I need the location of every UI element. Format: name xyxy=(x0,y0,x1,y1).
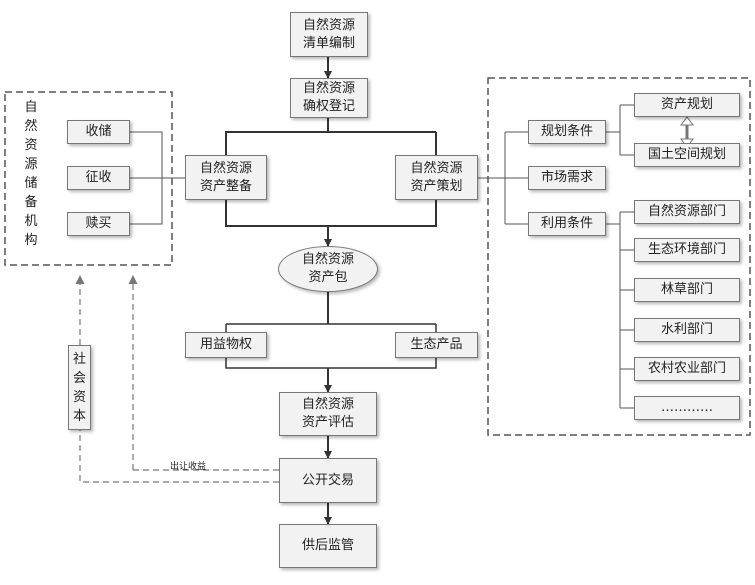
box-reserve-item: 收储 xyxy=(67,120,130,144)
split-registration-to-prep-plan xyxy=(225,118,329,155)
text-public-trade: 公开交易 xyxy=(301,472,354,488)
text-usufruct: 用益物权 xyxy=(199,337,252,352)
merge-prep-plan xyxy=(225,200,437,227)
box-usufruct: 用益物权 xyxy=(185,332,267,358)
right-group-border xyxy=(487,77,751,436)
box-asset-plan: 自然资源 资产策划 xyxy=(395,155,478,200)
box-reserve-item: 征收 xyxy=(67,166,130,190)
box-department: 水利部门 xyxy=(634,318,740,342)
text-eco-product: 生态产品 xyxy=(410,337,463,352)
box-department: 生态环境部门 xyxy=(634,238,740,262)
text-asset-plan: 自然资源 资产策划 xyxy=(410,160,463,194)
box-department: 自然资源部门 xyxy=(634,200,740,224)
box-reserve-item: 赎买 xyxy=(67,212,130,236)
box-market-demand: 市场需求 xyxy=(528,166,606,190)
box-eco-product: 生态产品 xyxy=(395,332,478,358)
box-planning-conditions: 规划条件 xyxy=(528,120,606,144)
ellipse-asset-package: 自然资源 资产包 xyxy=(278,246,378,292)
box-department: ………… xyxy=(634,396,740,420)
dashed-trade-to-social-capital xyxy=(79,430,279,483)
box-department: 林草部门 xyxy=(634,278,740,302)
box-public-trade: 公开交易 xyxy=(279,458,377,503)
box-inventory: 自然资源 清单编制 xyxy=(290,12,368,57)
box-planning-item: 资产规划 xyxy=(634,93,740,117)
box-department: 农村农业部门 xyxy=(634,357,740,381)
box-asset-eval: 自然资源 资产评估 xyxy=(279,392,377,436)
box-post-supervision: 供后监管 xyxy=(279,524,377,568)
box-use-conditions: 利用条件 xyxy=(528,212,606,236)
box-planning-item: 国土空间规划 xyxy=(634,143,740,167)
box-social-capital: 社 会 资 本 xyxy=(68,345,91,430)
box-rights-registration: 自然资源 确权登记 xyxy=(290,78,368,118)
text-post-supervision: 供后监管 xyxy=(301,538,354,553)
text-inventory: 自然资源 清单编制 xyxy=(302,17,355,51)
text-asset-package: 自然资源 资产包 xyxy=(301,252,354,285)
transfer-income-label: 出让收益 xyxy=(170,462,207,472)
text-asset-eval: 自然资源 资产评估 xyxy=(301,397,354,430)
text-social-capital: 社 会 资 本 xyxy=(72,351,86,424)
text-rights-registration: 自然资源 确权登记 xyxy=(302,81,355,114)
merge-usufruct-eco xyxy=(225,358,437,369)
text-asset-prep: 自然资源 资产整备 xyxy=(199,160,252,194)
reserve-title: 自 然 资 源 储 备 机 构 xyxy=(24,100,38,248)
box-asset-prep: 自然资源 资产整备 xyxy=(185,155,267,200)
